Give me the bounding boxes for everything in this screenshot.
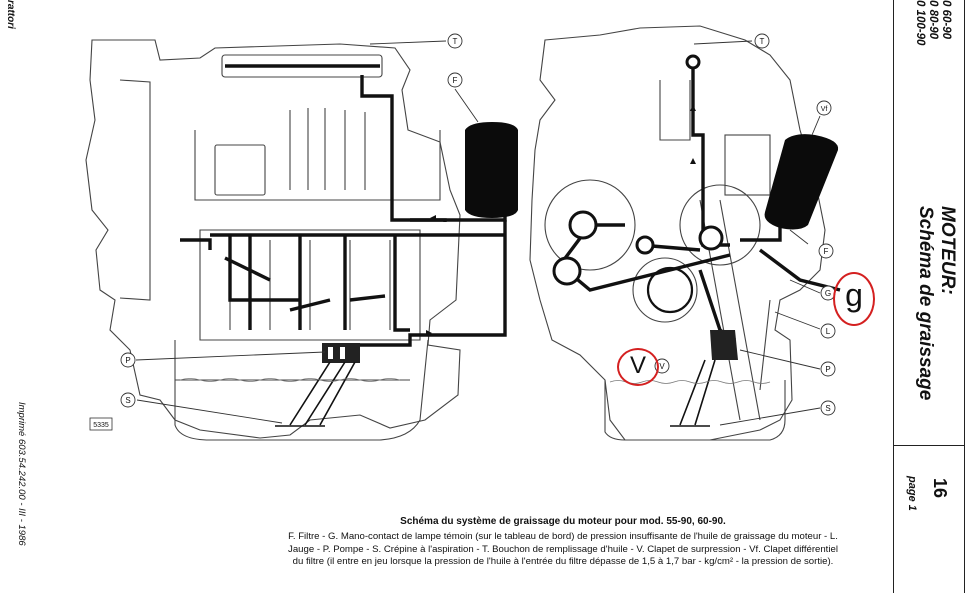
label-g: G xyxy=(825,289,831,298)
frame-divider xyxy=(893,445,965,446)
label-f-right: F xyxy=(824,247,829,256)
right-oil-pump xyxy=(710,330,738,360)
section-title-block: MOTEUR: Schéma de graissage xyxy=(914,206,958,400)
section-title: MOTEUR: xyxy=(937,206,958,295)
annotation-mark-v-text: V xyxy=(629,352,646,379)
label-t-left: T xyxy=(453,37,458,46)
annotation-mark-g: g xyxy=(833,272,875,326)
figure-ref: 5335 xyxy=(93,422,109,429)
annotation-mark-v: V xyxy=(617,348,659,386)
left-oil-filter xyxy=(465,122,518,218)
label-l: L xyxy=(826,327,831,336)
label-f-left: F xyxy=(453,76,458,85)
label-t-right: T xyxy=(760,37,765,46)
label-s-left: S xyxy=(125,396,130,405)
label-vf: Vf xyxy=(821,106,828,113)
right-engine-outline xyxy=(529,25,826,441)
label-v: V xyxy=(659,362,665,371)
label-s-right: S xyxy=(825,404,830,413)
page-number: 16 xyxy=(930,478,950,499)
label-p-right: P xyxy=(825,365,830,374)
frame-line-left xyxy=(893,0,894,593)
model-2: 0 80-90 xyxy=(927,0,939,40)
caption-body: F. Filtre - G. Mano-contact de lampe tém… xyxy=(288,531,838,568)
right-oil-filter xyxy=(764,134,839,230)
annotation-mark-g-text: g xyxy=(845,277,863,313)
figure-caption: Schéma du système de graissage du moteur… xyxy=(282,516,844,569)
left-engine-outline xyxy=(85,39,461,439)
section-subtitle: Schéma de graissage xyxy=(915,206,936,401)
page-label: page 1 xyxy=(906,476,918,511)
frame-line-right xyxy=(964,0,965,593)
label-p-left: P xyxy=(125,356,130,365)
lubrication-diagram: T F P S T Vf F G L P S V 5335 xyxy=(85,25,841,441)
model-1: 0 60-90 xyxy=(940,0,952,40)
model-list: 0 60-90 0 80-90 0 100-90 xyxy=(913,0,952,45)
caption-title: Schéma du système de graissage du moteur… xyxy=(400,516,726,527)
model-3: 0 100-90 xyxy=(914,0,926,46)
